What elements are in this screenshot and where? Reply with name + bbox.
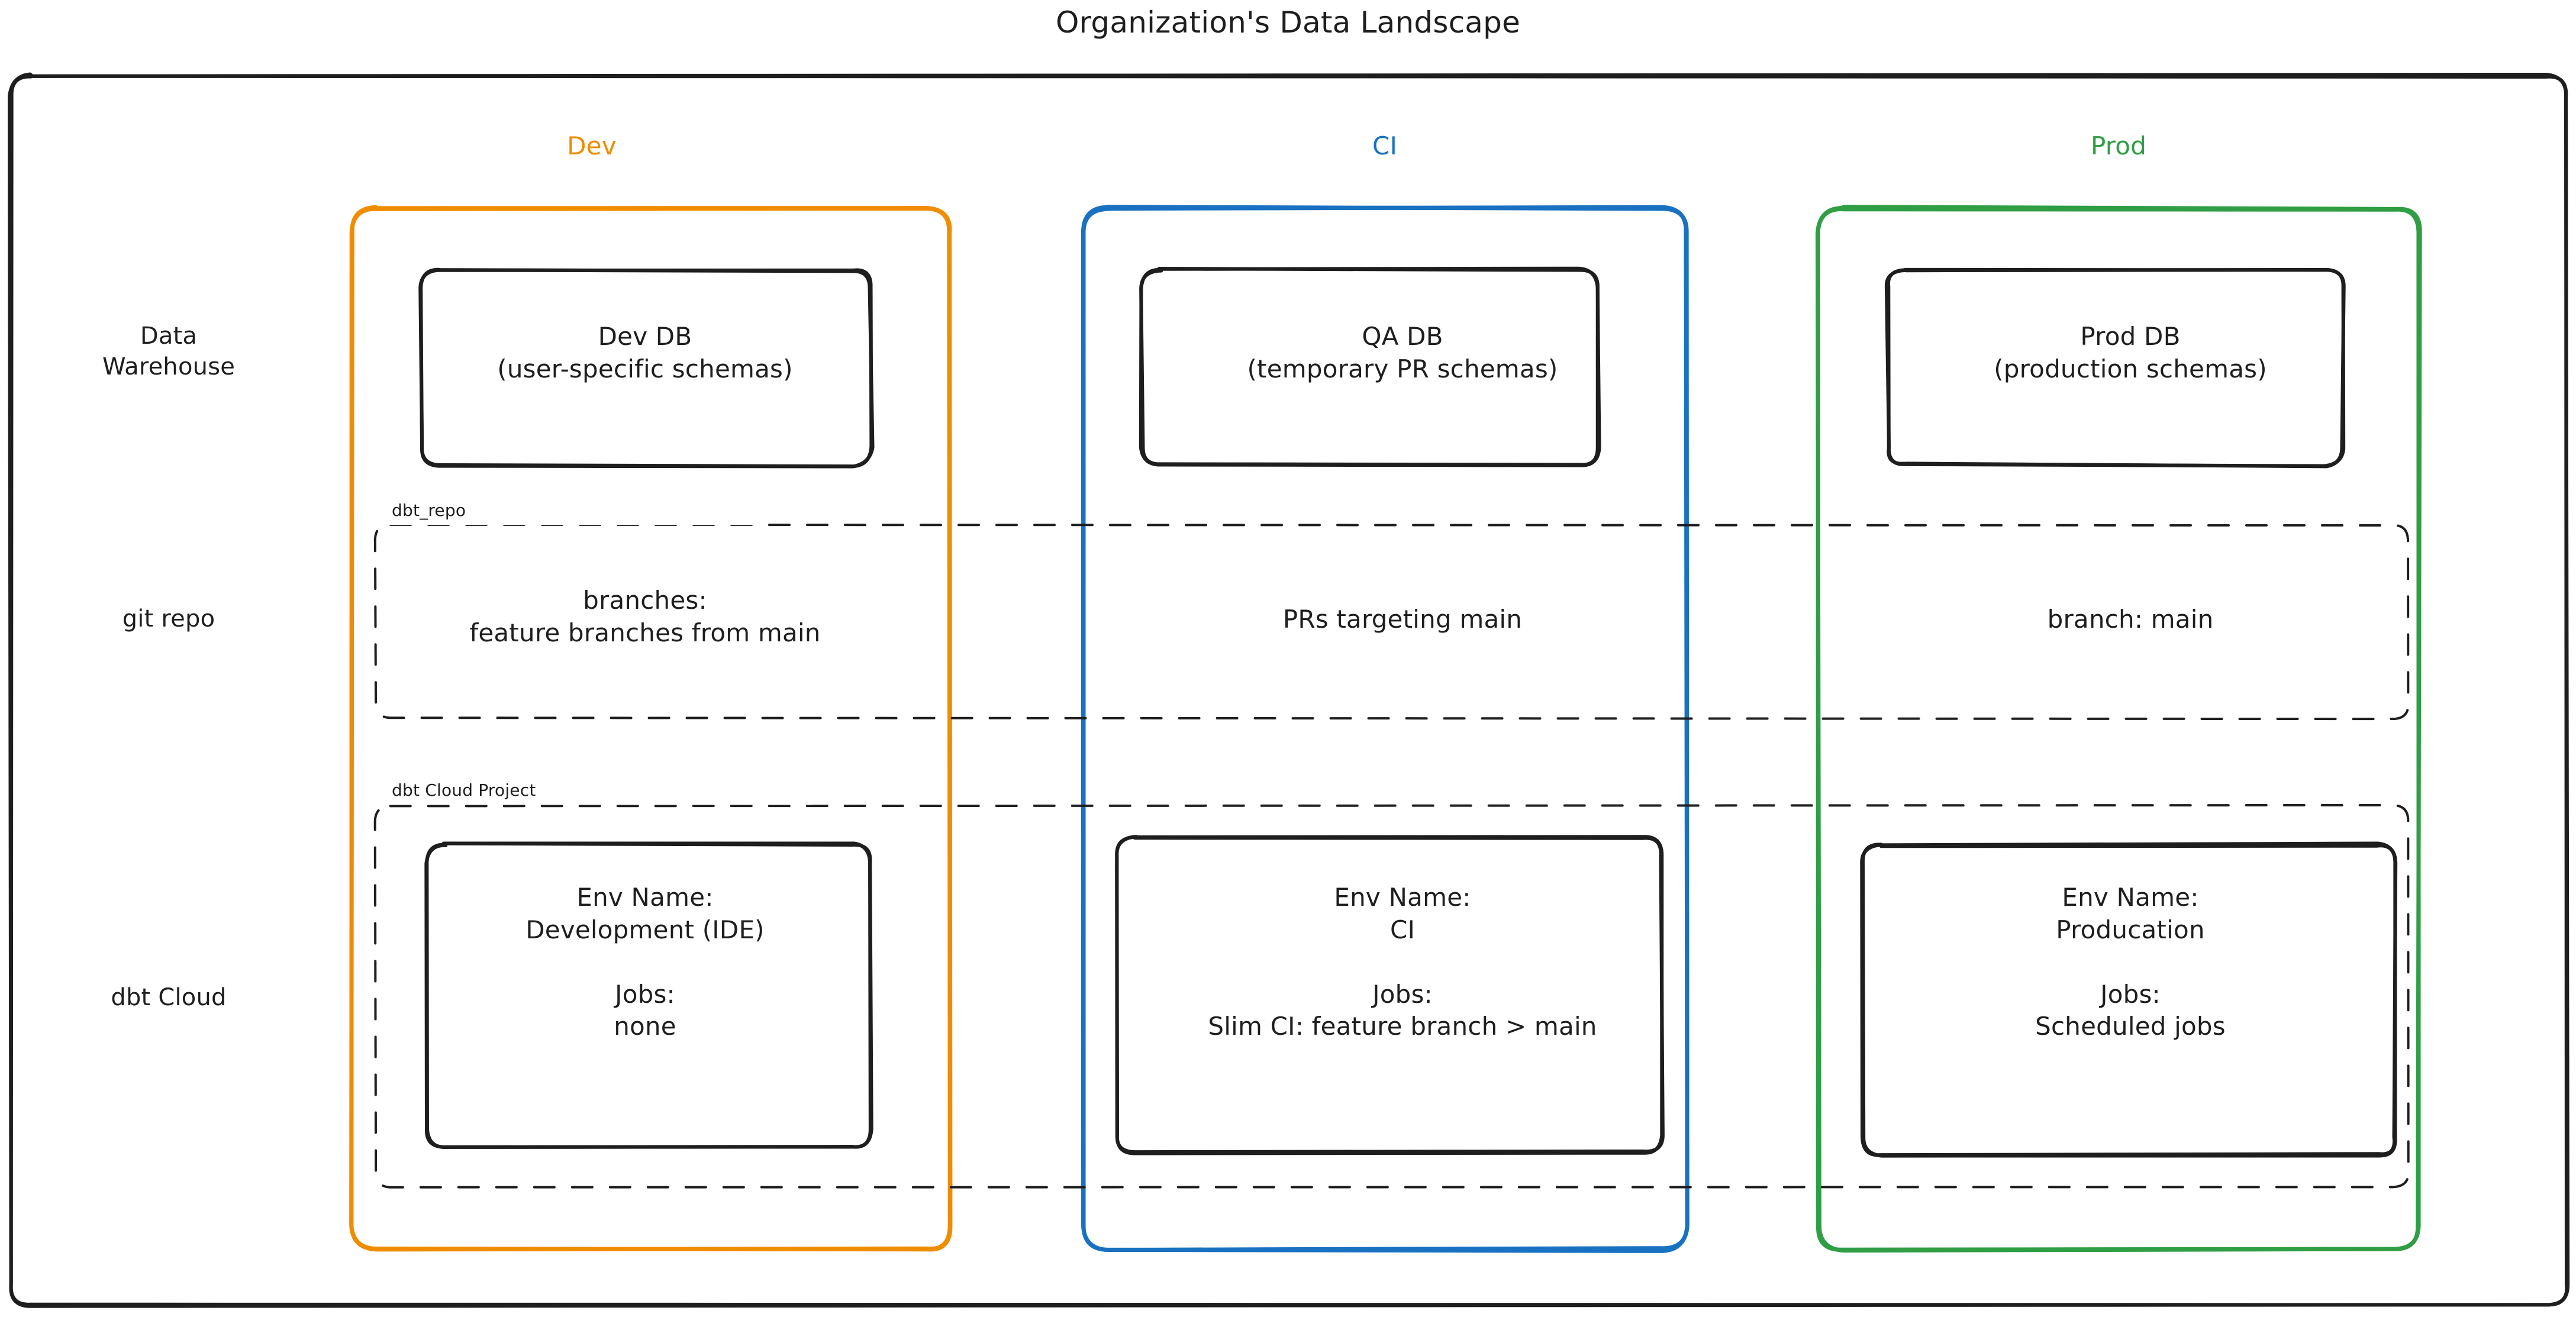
cell-dbtcloud-prod: Env Name: Producation Jobs: Scheduled jo… (2035, 883, 2226, 1041)
cell-git-ci: PRs targeting main (1282, 605, 1523, 634)
cell-warehouse-prod: Prod DB (production schemas) (1994, 322, 2267, 383)
cell-git-dev: branches: feature branches from main (469, 586, 821, 647)
row-label-git-repo: git repo (122, 605, 215, 632)
cell-dbtcloud-ci: Env Name: CI Jobs: Slim CI: feature bran… (1208, 883, 1597, 1041)
column-header-prod: Prod (2090, 131, 2147, 160)
cell-git-prod: branch: main (2047, 605, 2214, 634)
row-label-data-warehouse: Data Warehouse (102, 322, 236, 380)
diagram-title: Organization's Data Landscape (1055, 5, 1521, 40)
group-label-dbt-cloud-project: dbt Cloud Project (392, 780, 536, 800)
column-header-dev: Dev (567, 131, 617, 160)
cell-warehouse-ci: QA DB (temporary PR schemas) (1247, 322, 1558, 383)
cell-dbtcloud-dev: Env Name: Development (IDE) Jobs: none (525, 883, 765, 1041)
column-header-ci: CI (1372, 131, 1398, 160)
row-label-dbt-cloud: dbt Cloud (111, 984, 227, 1011)
group-label-dbt-repo: dbt_repo (392, 501, 466, 520)
outer-frame (9, 74, 2569, 1307)
cell-warehouse-dev: Dev DB (user-specific schemas) (497, 322, 793, 383)
